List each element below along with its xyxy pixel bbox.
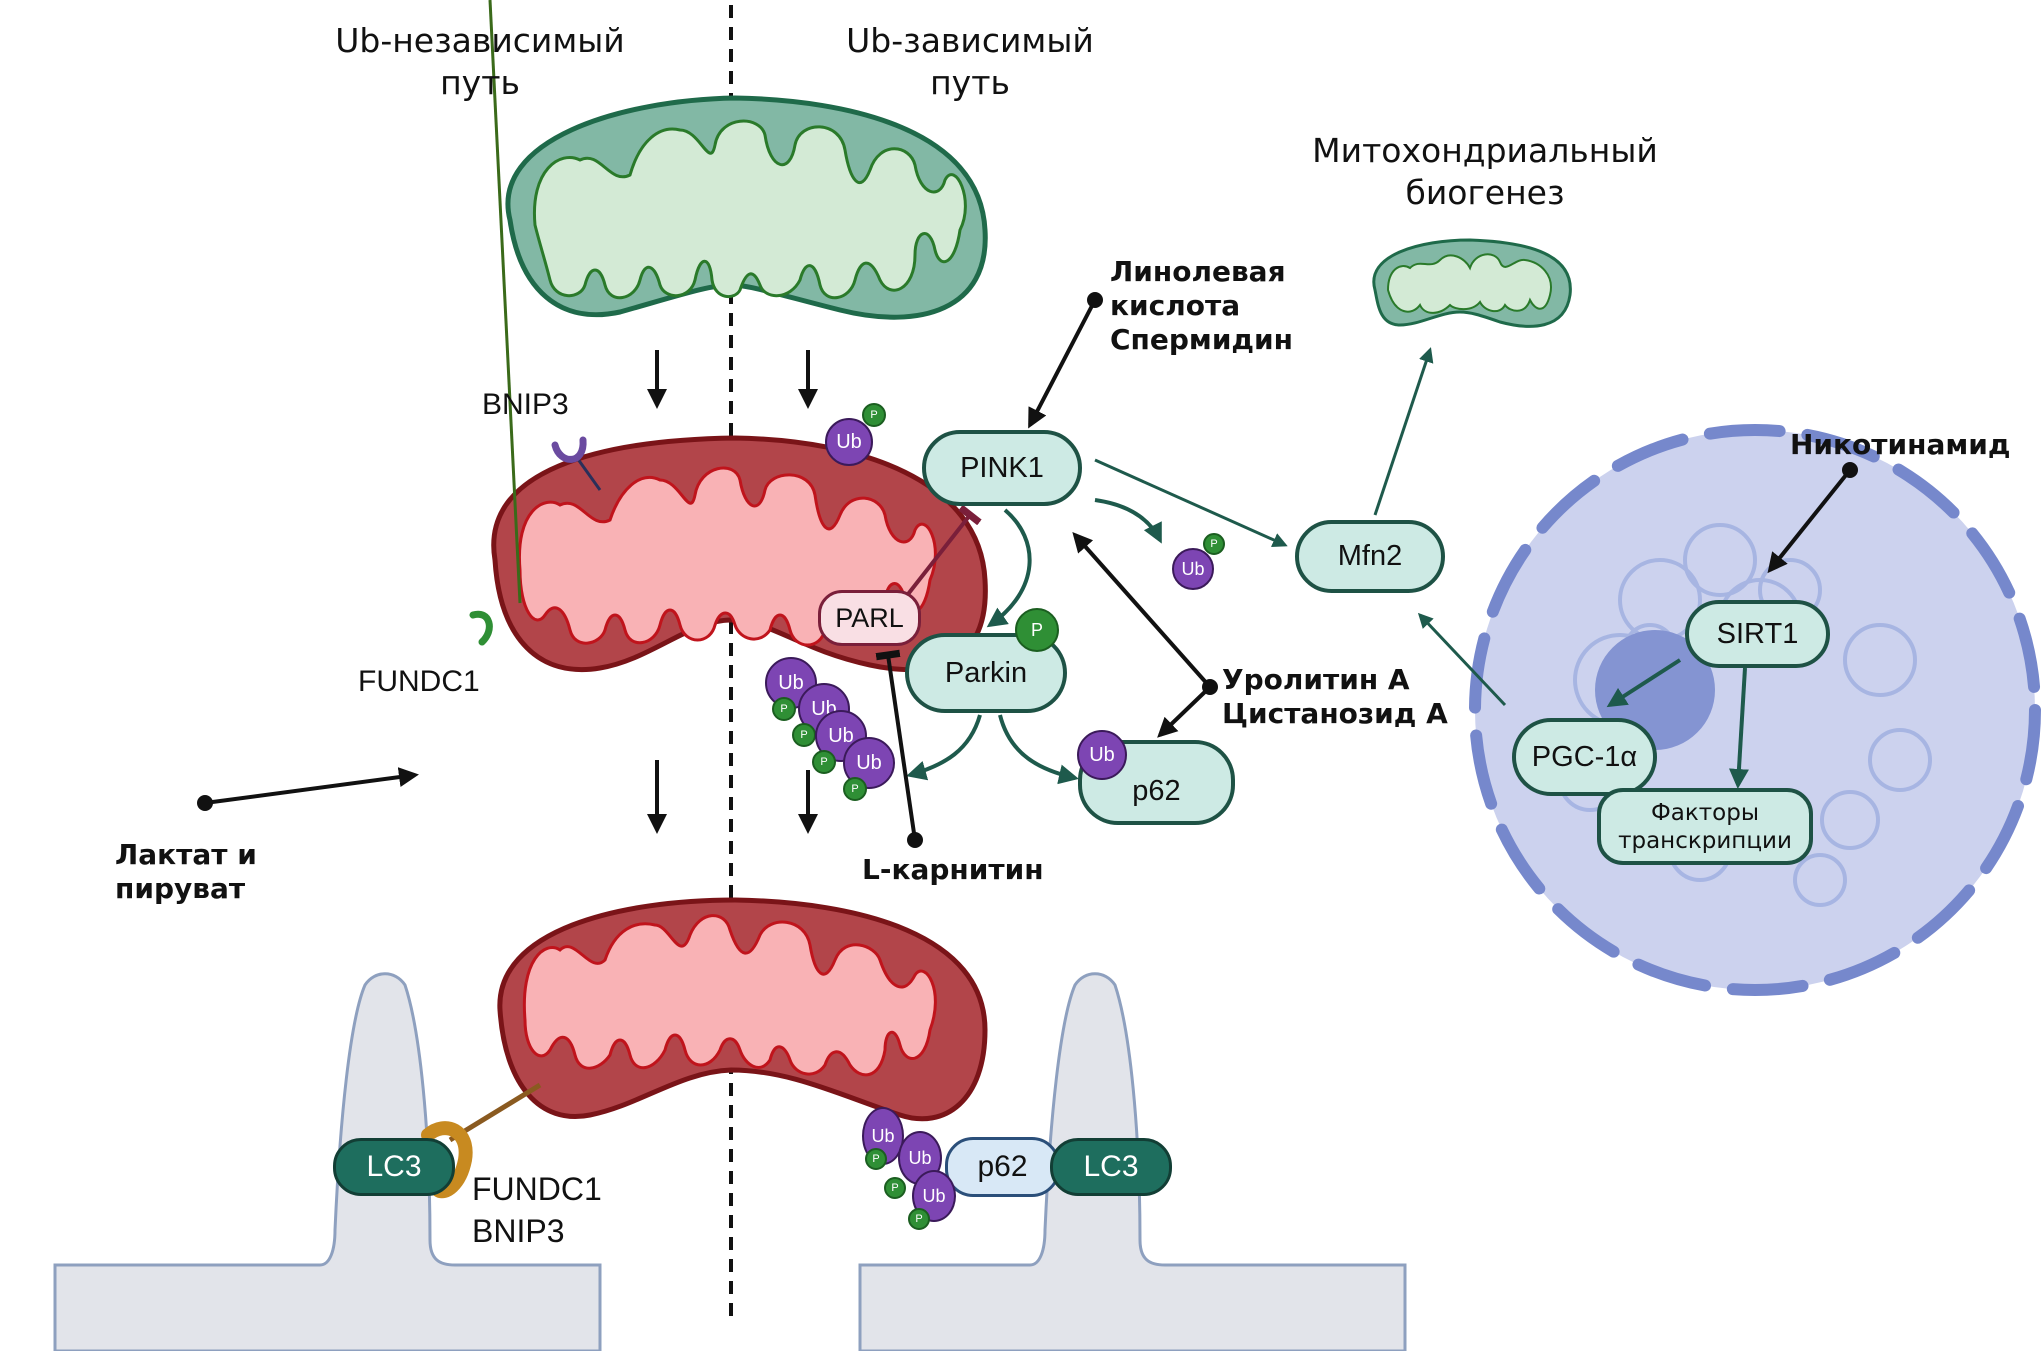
transcription-factors-node: Факторы транскрипции (1597, 788, 1813, 865)
lc3-right: LC3 (1050, 1138, 1172, 1196)
label-fundc1: FUNDC1 (358, 665, 480, 698)
title-ub-dependent: Ub-зависимый путь (846, 21, 1094, 102)
parl-inhibits-pink1 (903, 504, 982, 600)
phospho-icon: P (792, 723, 816, 747)
modulator-linoleic-spermidine: Линолевая кислота Спермидин (1110, 255, 1294, 356)
pgc1a-node: PGC-1α (1512, 718, 1657, 796)
modulator-l-carnitine: L-карнитин (862, 853, 1044, 886)
lactate-arrow (197, 767, 419, 811)
damaged-mitochondrion-engulfed (497, 897, 988, 1122)
phospho-icon: P (884, 1177, 906, 1199)
label-bnip3: BNIP3 (482, 388, 569, 421)
phagophore-left (53, 972, 602, 1351)
nicotinamide-arrow (1767, 462, 1858, 574)
mfn2-node: Mfn2 (1295, 520, 1445, 593)
lcarnitine-inhibits-parl (875, 649, 923, 848)
p62-ubiquitin-icon: Ub (1077, 730, 1127, 780)
sirt1-to-factors-arrow (1728, 667, 1749, 789)
parl-node: PARL (818, 590, 921, 646)
pink1-to-parkin-arrow (986, 508, 1032, 628)
phospho-icon: P (843, 777, 867, 801)
parkin-to-p62-arrow (998, 714, 1079, 785)
phospho-icon: P (812, 750, 836, 774)
phospho-icon: P (908, 1208, 930, 1230)
bnip3-receptor-icon (551, 436, 602, 491)
sirt1-to-pgc1a-arrow (1606, 658, 1682, 708)
phospho-icon: P (862, 403, 886, 427)
sirt1-node: SIRT1 (1685, 600, 1830, 668)
phospho-icon: P (865, 1148, 887, 1170)
pink1-to-ubp-arrow (1094, 498, 1162, 544)
phospho-icon: P (772, 697, 796, 721)
fundc1-receptor-icon (469, 0, 522, 646)
urolithin-to-pink1-arrow (1072, 532, 1218, 695)
linoleic-arrow (1028, 292, 1103, 429)
modulator-nicotinamide: Никотинамид (1790, 428, 2011, 461)
modulator-lactate-pyruvate: Лактат и пируват (115, 838, 257, 905)
ubiquitin-icon: Ub (825, 418, 873, 466)
mfn2-to-biogenesis-arrow (1373, 347, 1434, 516)
ubiquitin-chain-icon: Ub (912, 1170, 956, 1222)
parkin-to-ubchain-arrow (906, 714, 982, 781)
healthy-mitochondrion (505, 95, 988, 320)
pink1-node: PINK1 (922, 430, 1082, 506)
lc3-left: LC3 (333, 1138, 455, 1196)
new-mitochondrion (1372, 238, 1572, 328)
p62-node: p62 (1078, 740, 1235, 825)
urolithin-to-p62-arrow (1157, 685, 1212, 738)
p62-bottom: p62 (945, 1137, 1060, 1197)
pink1-to-mfn2-arrow (1094, 458, 1288, 547)
title-biogenesis: Митохондриальный биогенез (1312, 131, 1658, 212)
modulator-urolithin-cistanoside: Уролитин А Цистанозид А (1222, 663, 1448, 730)
parkin-phospho-icon: P (1015, 608, 1059, 652)
label-fundc1-bnip3: FUNDC1 BNIP3 (472, 1171, 602, 1249)
pgc1a-to-mfn2-arrow (1417, 612, 1507, 707)
receptor-lc3-binding-icon (421, 1121, 473, 1199)
title-ub-independent: Ub-независимый путь (335, 21, 625, 102)
nucleus (1469, 424, 2041, 996)
ubiquitin-icon: Ub (1172, 548, 1214, 590)
ubiquitin-chain-icon: Ub (765, 657, 817, 709)
phospho-icon: P (1203, 533, 1225, 555)
